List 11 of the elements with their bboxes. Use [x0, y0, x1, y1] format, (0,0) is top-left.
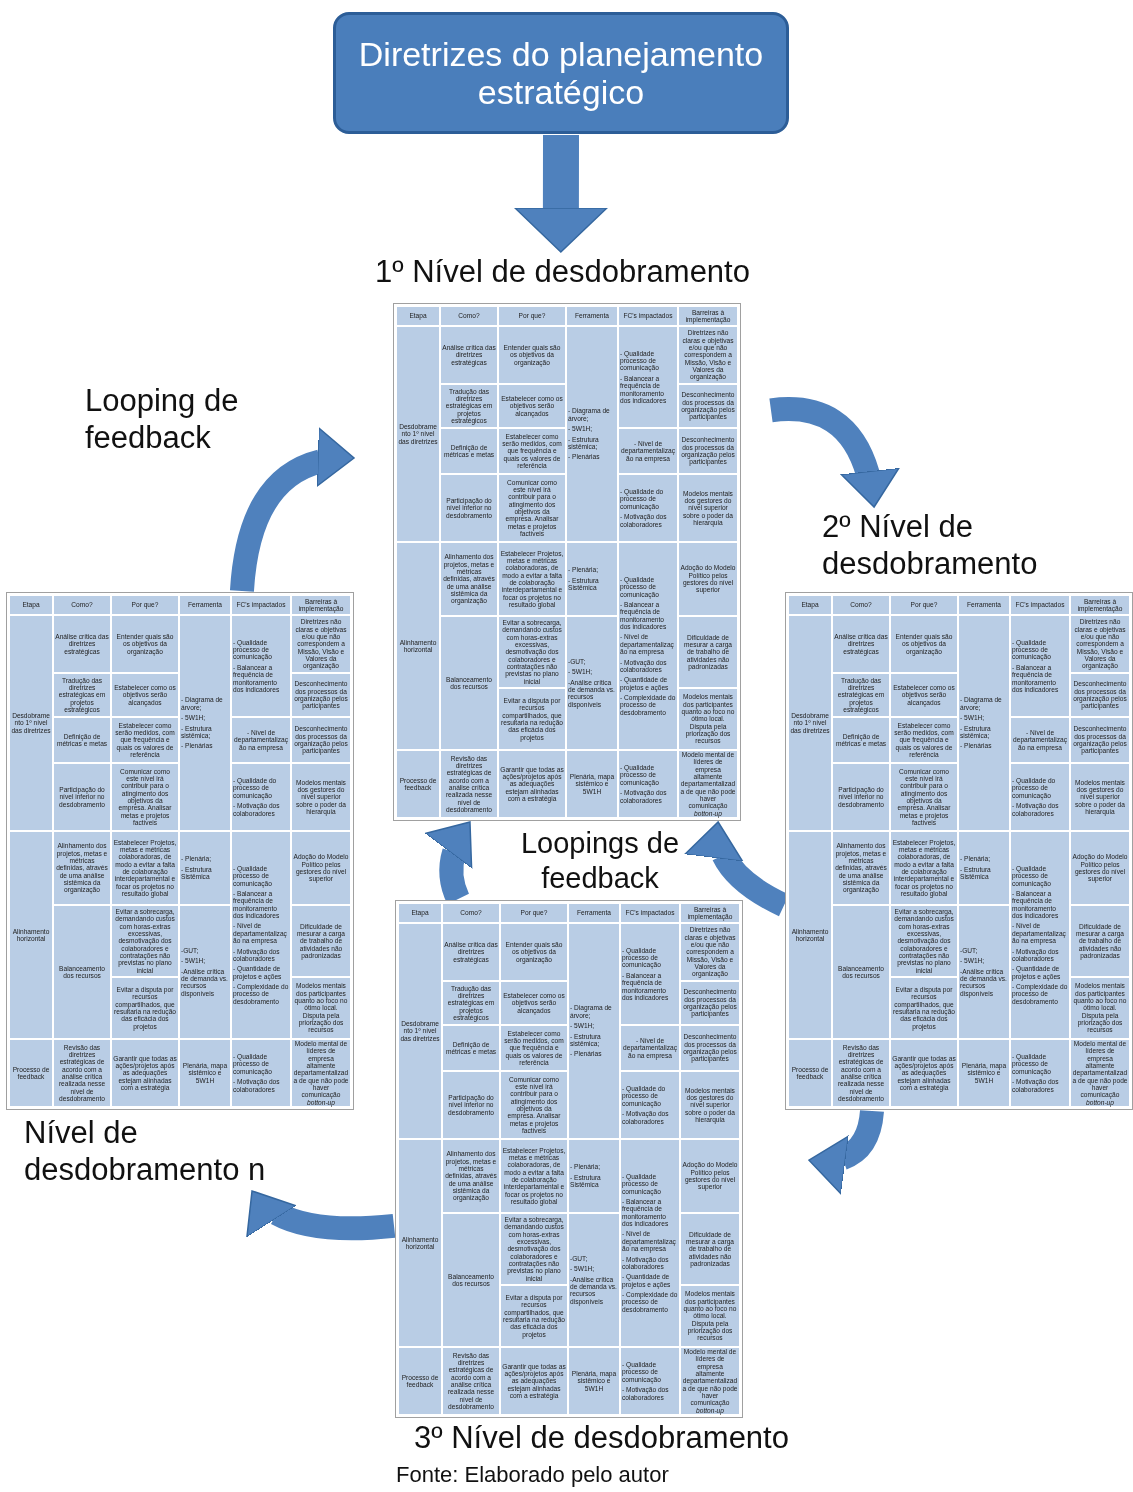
level-heading: 3º Nível de desdobramento [413, 1419, 790, 1457]
curved-arrow [514, 135, 608, 253]
level-heading: Nível de desdobramento n [24, 1114, 267, 1189]
caption: Fonte: Elaborado pelo autor [396, 1462, 669, 1488]
curved-arrow [230, 429, 355, 593]
curved-arrow [807, 1109, 884, 1194]
level-heading: 2º Nível de desdobramento [822, 508, 1039, 583]
level-heading: 1º Nível de desdobramento [374, 253, 751, 291]
annotation-text: Loopings de feedback [520, 826, 680, 896]
annotation-text: Looping de feedback [85, 382, 240, 457]
title-box: Diretrizes do planejamento estratégico [333, 12, 789, 134]
